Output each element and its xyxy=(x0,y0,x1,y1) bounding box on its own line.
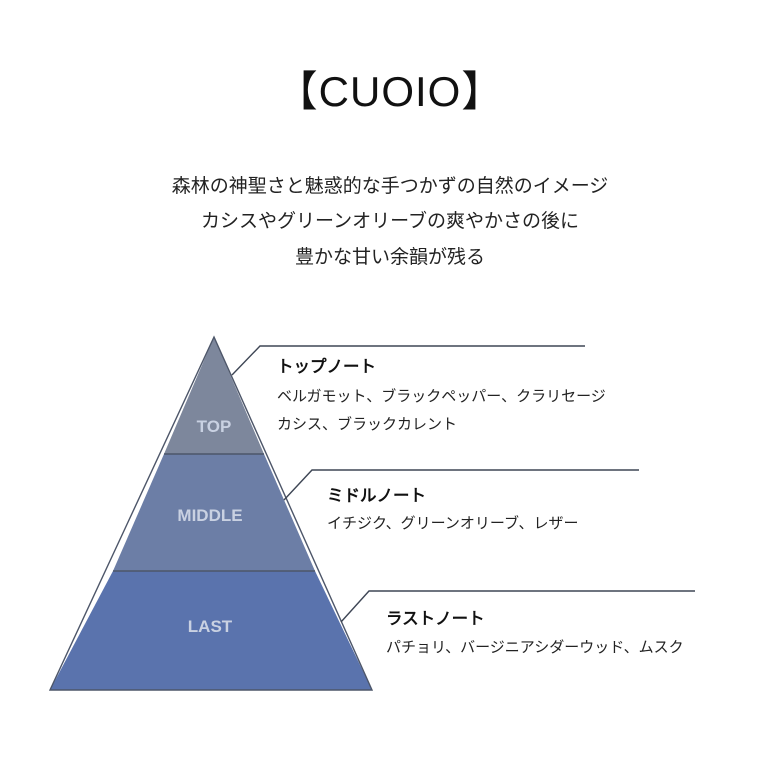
pyramid-outline xyxy=(48,335,374,691)
description-line-2: カシスやグリーンオリーブの爽やかさの後に xyxy=(201,210,579,232)
middle-note-line-1: イチジク、グリーンオリーブ、レザー xyxy=(327,514,579,532)
page-title: 【CUOIO】 xyxy=(275,68,505,115)
leader-line-top xyxy=(231,345,585,376)
top-note-line-1: ベルガモット、ブラックペッパー、クラリセージ xyxy=(277,387,606,405)
leader-line-middle xyxy=(283,469,639,501)
top-note-heading: トップノート xyxy=(277,357,376,376)
top-note-line-2: カシス、ブラックカレント xyxy=(277,415,458,433)
leader-line-last xyxy=(340,590,695,623)
last-note-heading: ラストノート xyxy=(386,609,485,628)
tier-label-top: TOP xyxy=(196,417,232,436)
pyramid-tier-last xyxy=(50,571,372,690)
tier-label-middle: MIDDLE xyxy=(177,506,243,525)
pyramid-tier-middle xyxy=(113,454,315,571)
description-line-1: 森林の神聖さと魅惑的な手つかずの自然のイメージ xyxy=(171,175,609,197)
description-line-3: 豊かな甘い余韻が残る xyxy=(294,246,485,268)
pyramid-tier-top xyxy=(164,337,264,454)
tier-label-last: LAST xyxy=(187,617,233,636)
middle-note-heading: ミドルノート xyxy=(327,486,426,505)
last-note-line-1: パチョリ、バージニアシダーウッド、ムスク xyxy=(386,638,684,656)
